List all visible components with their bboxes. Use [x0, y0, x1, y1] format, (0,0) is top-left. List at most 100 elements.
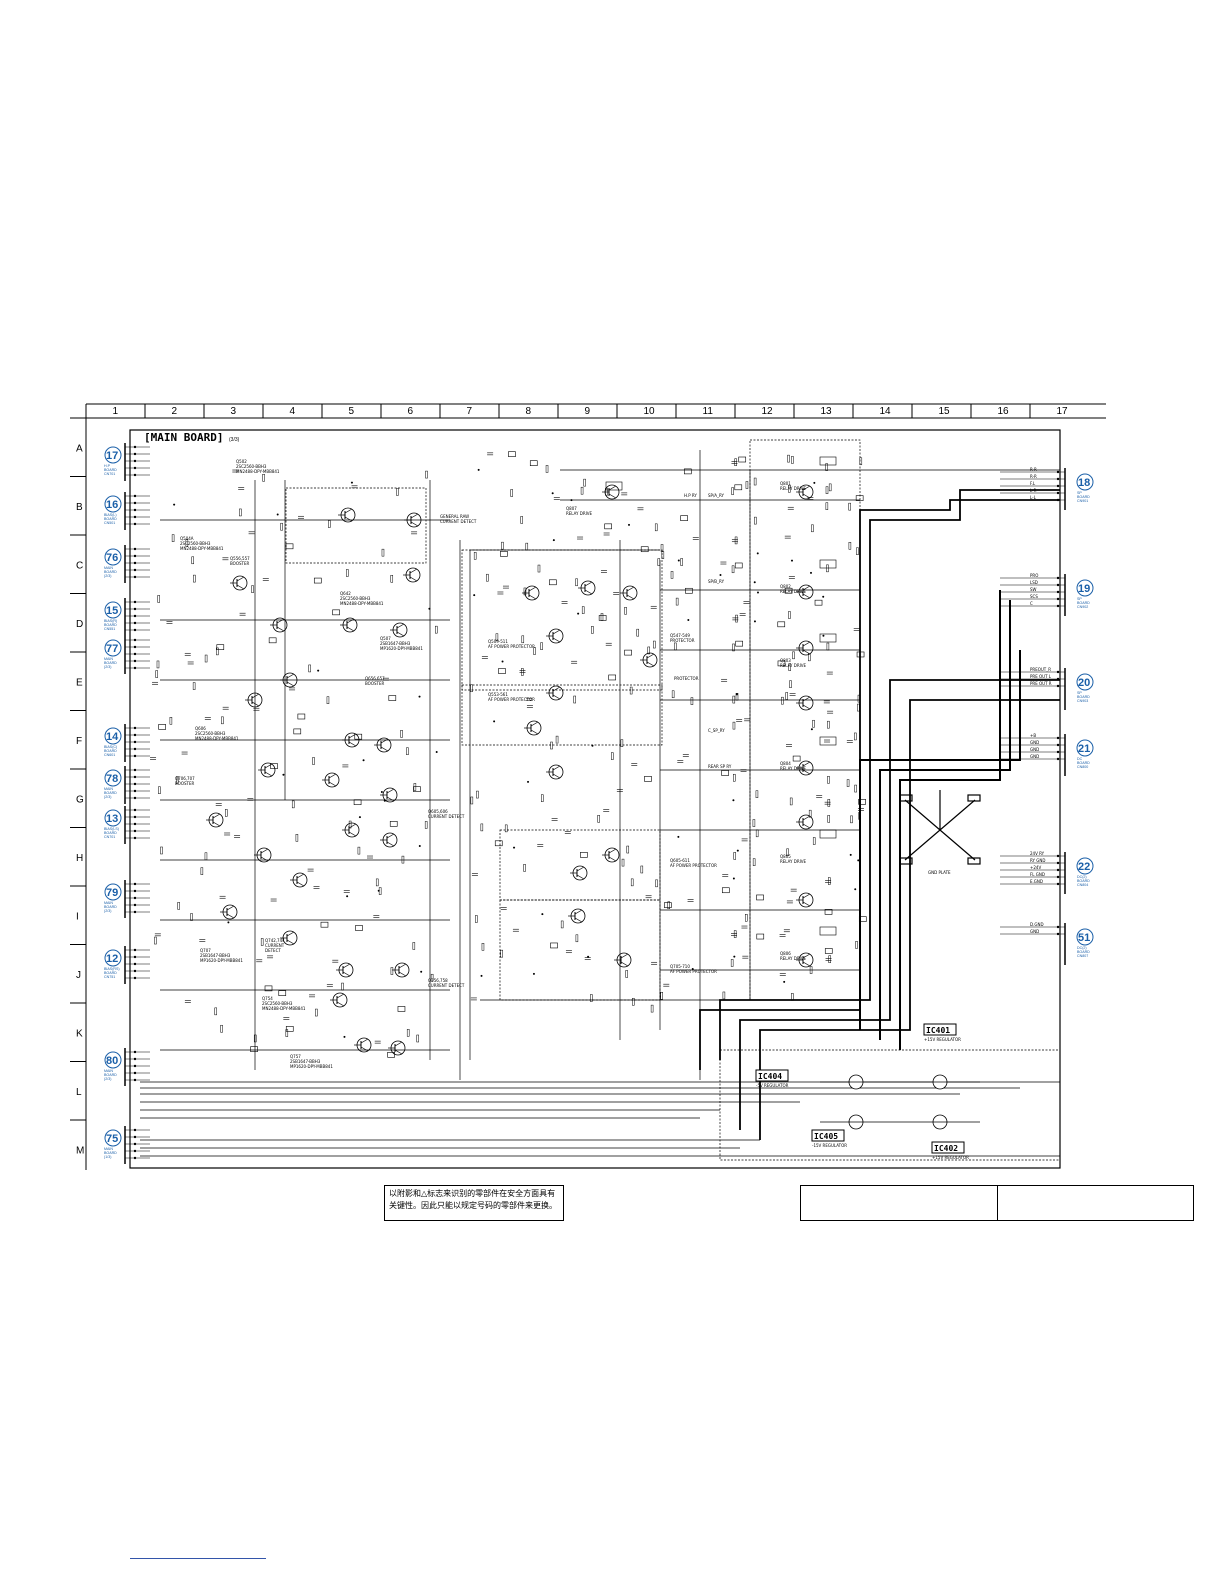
transistor — [568, 908, 586, 924]
function-block-sub: CURRENT DETECT — [440, 519, 477, 524]
relay-coil — [819, 926, 837, 936]
resistor — [191, 556, 194, 565]
test-point-box — [777, 621, 786, 628]
resistor — [812, 719, 815, 728]
resistor — [854, 784, 857, 793]
badge-line-3: CN601 — [104, 753, 115, 757]
transistor — [220, 904, 238, 920]
transistor — [380, 832, 398, 848]
badge-line-3: CN804 — [1077, 883, 1088, 887]
pin-label: PRO — [1030, 573, 1038, 578]
test-point-box — [387, 1051, 395, 1058]
regulator-bridge — [820, 1074, 980, 1130]
resistor — [828, 483, 832, 492]
resistor — [624, 607, 627, 615]
resistor — [732, 721, 736, 730]
resistor — [792, 651, 795, 660]
junction-dot — [753, 620, 756, 623]
resistor — [732, 643, 735, 652]
resistor — [504, 824, 508, 833]
badge-line-3: (2/3) — [104, 795, 111, 799]
test-point-box — [580, 852, 588, 858]
badge-line-1: BIAS(L) — [104, 513, 117, 517]
transistor — [522, 585, 540, 601]
junction-dot — [687, 619, 690, 622]
right-connector-strips: 18SPBOARDCN901R-RR-RF.LL-RL-L19SPBOARDCN… — [1000, 467, 1094, 965]
note-line-1: Q504A — [180, 536, 194, 541]
transistor — [796, 695, 814, 711]
transistor — [403, 567, 421, 583]
note-line-1: Q556,557 — [230, 556, 250, 561]
resistor — [827, 799, 831, 807]
badge-line-1: MAIN — [104, 1069, 113, 1073]
test-point-box — [735, 640, 743, 647]
junction-dot — [733, 955, 736, 958]
resistor — [510, 489, 513, 497]
test-point-box — [498, 668, 506, 674]
junction-dot — [428, 607, 431, 610]
relay-drive-label: Q803 — [780, 658, 791, 663]
test-point-box — [721, 887, 730, 894]
transistor — [796, 892, 814, 908]
junction-dot — [628, 523, 631, 526]
badge-line-2: BOARD — [104, 570, 117, 574]
row-label-A: A — [76, 443, 83, 454]
resistor — [753, 477, 757, 486]
resistor — [734, 458, 737, 466]
note-line-2: 2SB1647-BBH3 — [380, 641, 411, 646]
resistor — [221, 716, 224, 725]
column-label-16: 16 — [998, 406, 1010, 417]
signal-label: SP/B_RY — [708, 579, 725, 584]
resistor — [730, 959, 734, 967]
function-block-sub: CURRENT DETECT — [428, 814, 465, 819]
resistor — [156, 660, 160, 669]
resistor — [416, 1034, 419, 1043]
badge-line-2: BOARD — [1077, 601, 1090, 605]
junction-dot — [473, 594, 476, 597]
resistor — [859, 457, 863, 466]
resistor — [381, 548, 385, 557]
note-line-1: Q656,657 — [365, 676, 385, 681]
resistor — [523, 864, 526, 872]
column-label-15: 15 — [939, 406, 951, 417]
resistor — [733, 930, 737, 938]
resistor — [788, 611, 791, 619]
resistor — [157, 595, 160, 603]
test-point-box — [216, 644, 225, 650]
column-label-11: 11 — [703, 406, 714, 417]
resistor — [620, 739, 624, 747]
resistor — [808, 809, 812, 818]
test-point-box — [278, 990, 287, 996]
resistor — [285, 1029, 289, 1037]
test-point-box — [549, 579, 557, 586]
junction-dot — [276, 513, 279, 516]
test-point-box — [792, 755, 801, 762]
transistor — [602, 847, 620, 863]
test-point-box — [354, 733, 363, 740]
function-block-sub: AF POWER PROTECTOR — [670, 969, 717, 974]
row-label-D: D — [76, 619, 83, 630]
pin-label: GND — [1030, 747, 1039, 752]
junction-dot — [736, 849, 739, 852]
resistor — [781, 696, 784, 705]
ground-plate-label: GND PLATE — [928, 870, 951, 875]
badge-line-1: DC — [1077, 757, 1083, 761]
transistor — [336, 962, 354, 978]
note-line-1: Q742,744 — [265, 938, 285, 943]
resistor — [406, 1029, 410, 1037]
pin-label: FL GND — [1030, 872, 1045, 877]
junction-dot — [822, 634, 825, 637]
resistor — [621, 858, 625, 867]
badge-line-2: BOARD — [1077, 879, 1090, 883]
